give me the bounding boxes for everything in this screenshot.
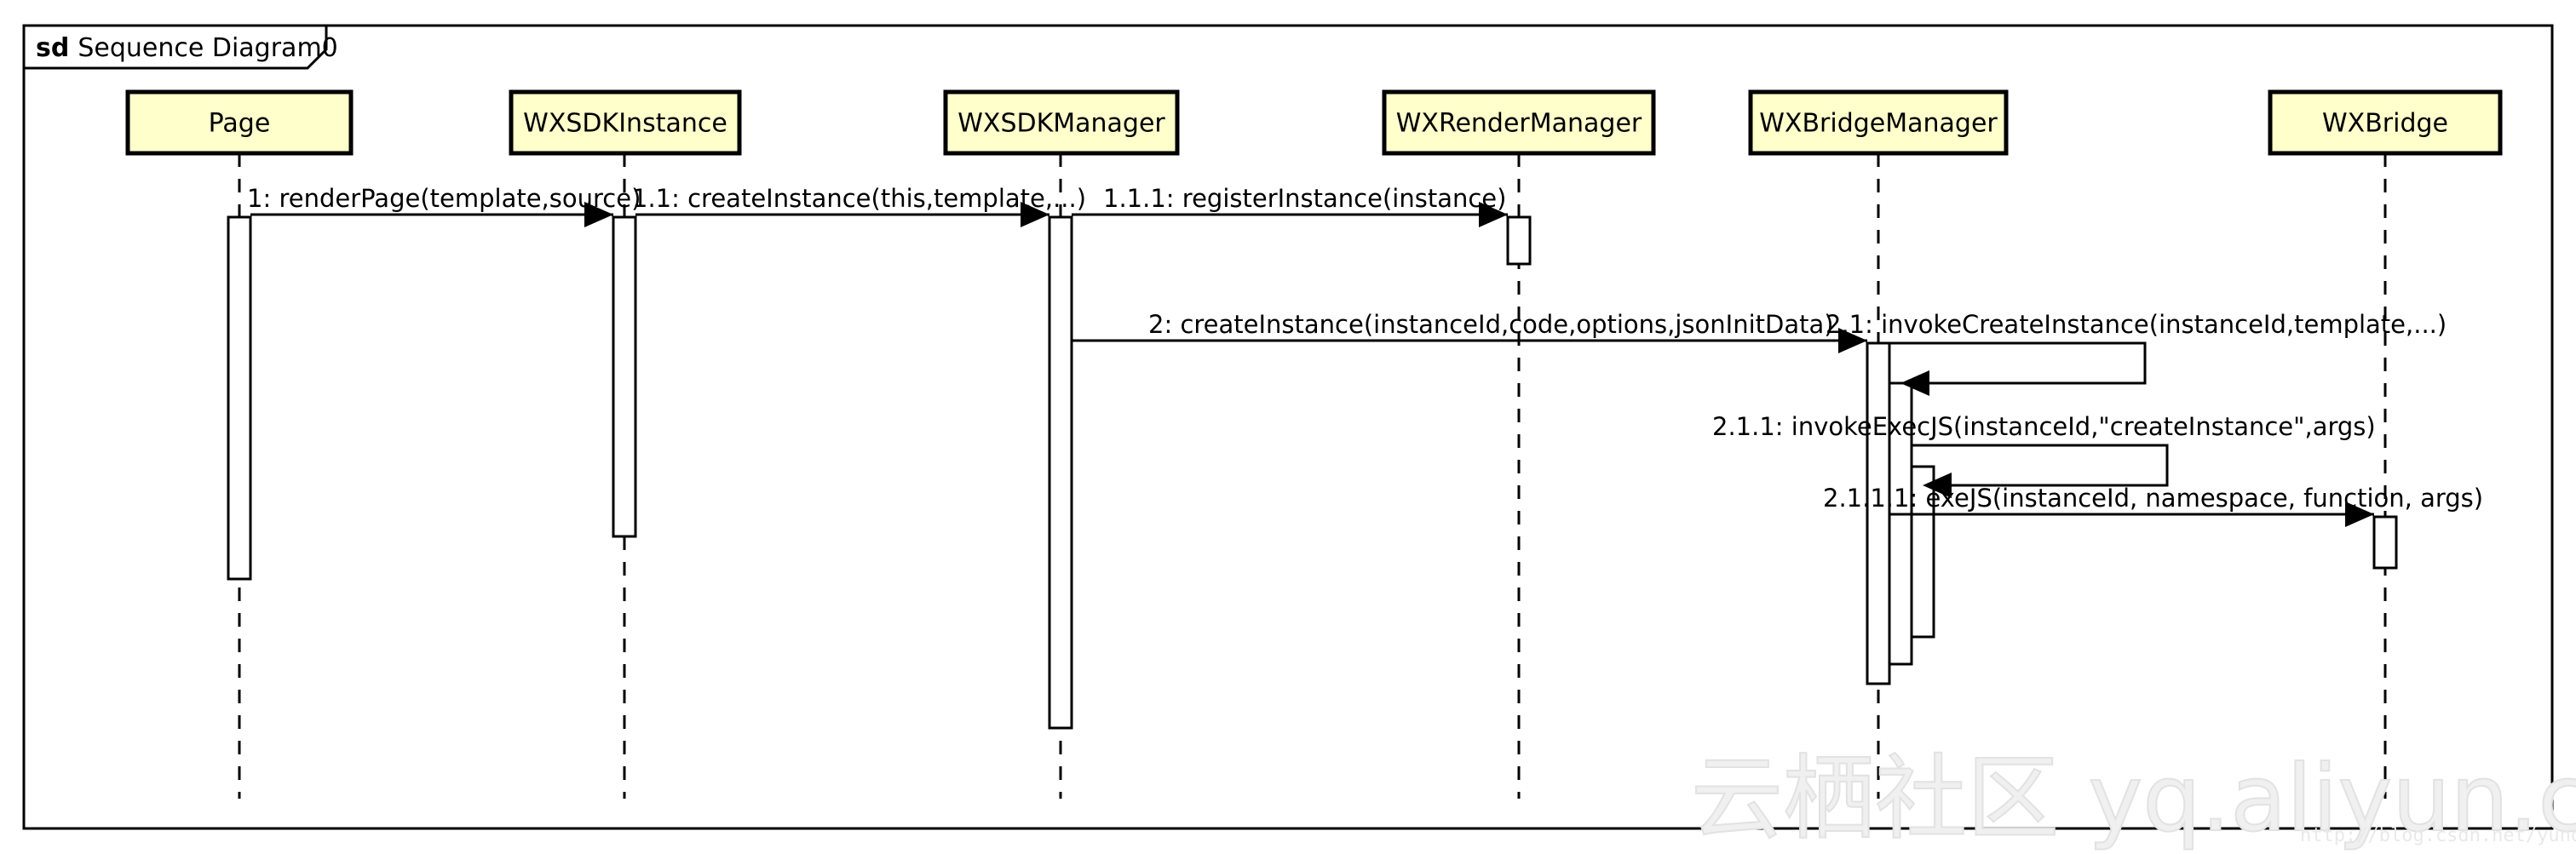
message-1[interactable]: 1: renderPage(template,source)	[247, 184, 641, 227]
lifeline-label-wxbridgemanager: WXBridgeManager	[1759, 109, 1998, 139]
message-label: 1.1: createInstance(this,template,...)	[632, 184, 1086, 213]
watermark-url: http://blog.csdn.net/yunqiinsight	[2300, 825, 2576, 846]
lifelines-group: Page WXSDKInstance WXSDKManager WXRenderMan…	[125, 89, 2503, 799]
frame-title: Sequence Diagram0	[78, 33, 337, 63]
message-2-1[interactable]: 2.1: invokeCreateInstance(instanceId,tem…	[1826, 310, 2447, 396]
lifeline-box-wxrendermanager[interactable]	[1382, 89, 1656, 156]
lifeline-wxsdkmanager[interactable]: WXSDKManager	[943, 89, 1180, 799]
activation-bar-wxbridge[interactable]	[2372, 515, 2398, 570]
lifeline-wxbridge[interactable]: WXBridge	[2268, 89, 2503, 799]
message-arrowhead	[1479, 202, 1508, 227]
lifeline-box-page[interactable]	[125, 89, 354, 156]
lifeline-label-wxsdkinstance: WXSDKInstance	[523, 109, 727, 139]
watermark-text: 云栖社区 yq.aliyun.com	[1691, 746, 2576, 852]
messages-group: 1: renderPage(template,source)1.1: creat…	[247, 184, 2483, 527]
lifeline-label-wxsdkmanager: WXSDKManager	[957, 109, 1165, 139]
activation-bar-wxsdkmanager[interactable]	[1048, 215, 1073, 730]
message-label: 2.1: invokeCreateInstance(instanceId,tem…	[1826, 310, 2447, 339]
lifeline-box-wxbridgemanager[interactable]	[1748, 89, 2009, 156]
message-arrowhead	[1838, 328, 1867, 353]
frame-keyword: sd	[36, 33, 69, 63]
lifeline-label-wxrendermanager: WXRenderManager	[1396, 109, 1642, 139]
activations-group	[227, 215, 2398, 730]
lifeline-wxrendermanager[interactable]: WXRenderManager	[1382, 89, 1656, 799]
lifeline-label-wxbridge: WXBridge	[2322, 109, 2448, 139]
lifeline-wxsdkinstance[interactable]: WXSDKInstance	[509, 89, 742, 799]
lifeline-box-wxsdkinstance[interactable]	[509, 89, 742, 156]
message-2-1-1-1[interactable]: 2.1.1.1: exeJS(instanceId, namespace, fu…	[1823, 484, 2483, 527]
lifeline-page[interactable]: Page	[125, 89, 354, 799]
diagram-frame	[22, 24, 2554, 830]
activation-bar-wxrendermanager[interactable]	[1506, 215, 1532, 266]
message-2[interactable]: 2: createInstance(instanceId,code,option…	[1072, 310, 1867, 353]
diagram-frame-label: sd Sequence Diagram0	[36, 33, 338, 63]
message-1-1[interactable]: 1.1: createInstance(this,template,...)	[632, 184, 1086, 227]
diagram-frame-tab	[22, 24, 328, 70]
message-line	[1889, 341, 2147, 385]
message-arrowhead	[584, 202, 613, 227]
message-label: 2.1.1.1: exeJS(instanceId, namespace, fu…	[1823, 484, 2483, 513]
activation-bar-wxbridgemanager[interactable]	[1910, 465, 1935, 639]
message-label: 2.1.1: invokeExecJS(instanceId,"createIn…	[1712, 412, 2376, 441]
message-1-1-1[interactable]: 1.1.1: registerInstance(instance)	[1072, 184, 1508, 227]
message-label: 1.1.1: registerInstance(instance)	[1103, 184, 1506, 213]
message-label: 1: renderPage(template,source)	[247, 184, 641, 213]
lifeline-wxbridgemanager[interactable]: WXBridgeManager	[1748, 89, 2009, 799]
activation-bar-wxsdkinstance[interactable]	[612, 215, 637, 538]
activation-bar-page[interactable]	[227, 215, 252, 581]
activation-bar-wxbridgemanager[interactable]	[1866, 341, 1891, 685]
lifeline-box-wxbridge[interactable]	[2268, 89, 2503, 156]
message-line	[1912, 444, 2169, 487]
message-2-1-1[interactable]: 2.1.1: invokeExecJS(instanceId,"createIn…	[1712, 412, 2376, 498]
message-arrowhead	[2345, 502, 2374, 527]
lifeline-label-page: Page	[209, 109, 271, 139]
message-arrowhead	[1021, 202, 1049, 227]
message-arrowhead	[1900, 370, 1929, 396]
message-arrowhead	[1923, 473, 1952, 498]
message-label: 2: createInstance(instanceId,code,option…	[1148, 310, 1834, 339]
watermark: 云栖社区 yq.aliyun.com http://blog.csdn.net/…	[1690, 745, 2576, 853]
